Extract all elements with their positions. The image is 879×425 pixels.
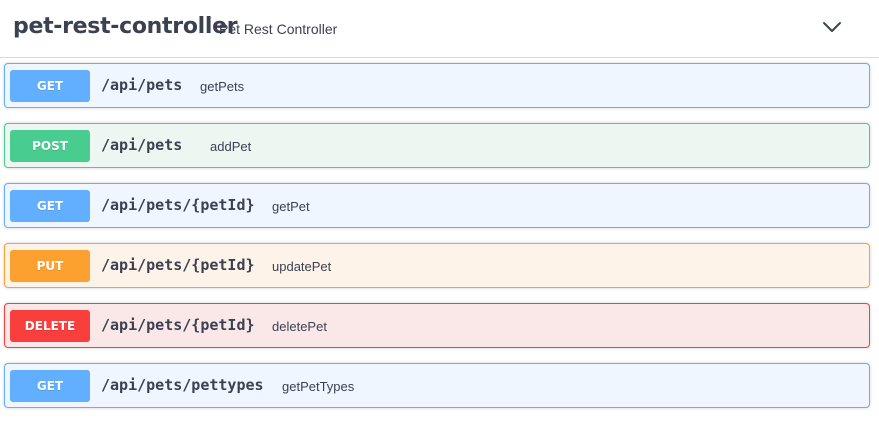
operation-summary: updatePet xyxy=(272,259,332,274)
operation-get-pets[interactable]: GET /api/pets getPets xyxy=(4,63,870,108)
method-badge: PUT xyxy=(10,250,90,282)
operation-delete-pet[interactable]: DELETE /api/pets/{petId} deletePet xyxy=(4,303,870,348)
operation-path: /api/pets/pettypes xyxy=(101,376,264,394)
chevron-down-icon[interactable] xyxy=(820,17,844,37)
method-badge: GET xyxy=(10,70,90,102)
operation-path: /api/pets xyxy=(101,76,183,94)
operation-path: /api/pets/{petId} xyxy=(101,256,255,274)
operation-summary: addPet xyxy=(210,139,252,154)
operation-path: /api/pets xyxy=(101,136,183,154)
operation-get-pet-types[interactable]: GET /api/pets/pettypes getPetTypes xyxy=(4,363,870,408)
method-badge: POST xyxy=(10,130,90,162)
method-badge: DELETE xyxy=(10,310,90,342)
method-badge: GET xyxy=(10,190,90,222)
operation-get-pet[interactable]: GET /api/pets/{petId} getPet xyxy=(4,183,870,228)
operation-summary: getPet xyxy=(272,199,310,214)
tag-header[interactable]: pet-rest-controller Pet Rest Controller xyxy=(0,0,879,58)
operation-path: /api/pets/{petId} xyxy=(101,316,255,334)
operation-summary: getPets xyxy=(200,79,245,94)
operation-summary: getPetTypes xyxy=(282,379,355,394)
operation-add-pet[interactable]: POST /api/pets addPet xyxy=(4,123,870,168)
method-badge: GET xyxy=(10,370,90,402)
operation-update-pet[interactable]: PUT /api/pets/{petId} updatePet xyxy=(4,243,870,288)
operation-path: /api/pets/{petId} xyxy=(101,196,255,214)
tag-title[interactable]: pet-rest-controller xyxy=(13,14,238,39)
tag-description: Pet Rest Controller xyxy=(219,21,338,37)
operation-summary: deletePet xyxy=(272,319,327,334)
